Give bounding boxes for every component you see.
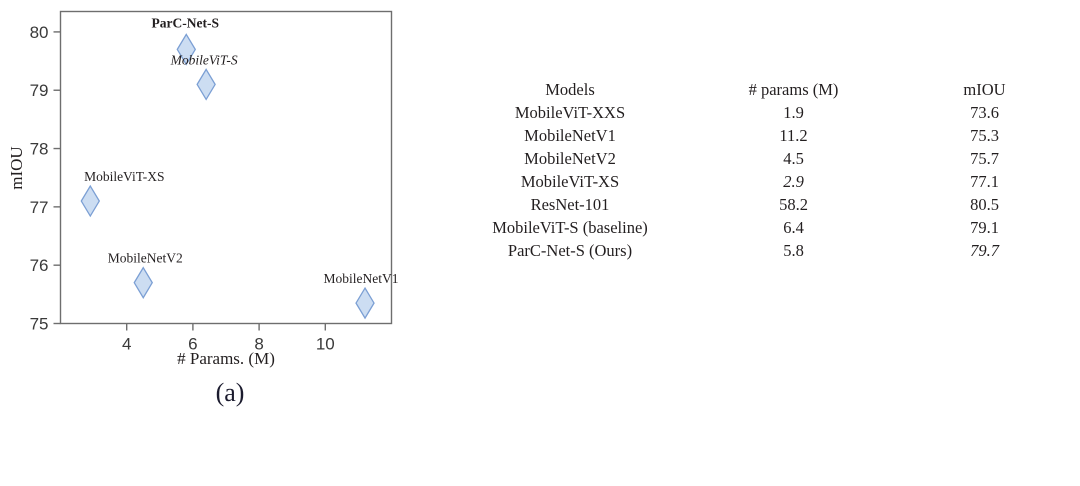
- y-tick-label-77: 77: [30, 198, 49, 217]
- cell-model: MobileViT-XXS: [514, 102, 626, 122]
- y-tick-label-75: 75: [30, 315, 49, 334]
- table-row: ParC-Net-S (Ours) 5.8 79.7: [442, 239, 1080, 262]
- cell-params: 4.5: [783, 148, 804, 168]
- cell-miou: 79.7: [970, 240, 999, 260]
- results-table: Models # params (M) mIOU MobileViT-XXS 1.…: [442, 78, 1080, 262]
- scatter-marker-parc-net-s: [176, 33, 197, 66]
- table-row: MobileNetV1 11.2 75.3: [442, 124, 1080, 147]
- cell-model: ParC-Net-S (Ours): [507, 240, 633, 260]
- x-tick-label-8: 8: [254, 335, 263, 354]
- scatter-label-mobilenetv2: MobileNetV2: [108, 251, 183, 266]
- x-tick-label-4: 4: [122, 335, 131, 354]
- cell-model: MobileNetV1: [524, 125, 616, 145]
- scatter-plot-svg: 75 76 77 78 79 80 4 6 8 10 ParC-Net-S MobileViT-S…: [7, 10, 399, 368]
- cell-model: ResNet-101: [530, 194, 610, 214]
- scatter-label-mobilenetv1: MobileNetV1: [324, 271, 399, 286]
- cell-params: 58.2: [779, 194, 808, 214]
- table-row: ResNet-101 58.2 80.5: [442, 193, 1080, 216]
- scatter-marker-mobilenetv1: [355, 286, 375, 320]
- cell-params: 1.9: [783, 102, 804, 122]
- cell-miou: 75.3: [970, 125, 999, 145]
- column-header-models: Models: [545, 79, 595, 99]
- cell-params: 11.2: [779, 125, 808, 145]
- y-axis-ticks: 75 76 77 78 79 80: [30, 23, 61, 334]
- cell-params: 2.9: [783, 171, 804, 191]
- y-axis-title: mIOU: [7, 146, 26, 189]
- cell-miou: 75.7: [970, 148, 999, 168]
- cell-miou: 79.1: [970, 217, 999, 237]
- scatter-label-mobilevit-s: MobileViT-S: [170, 52, 238, 67]
- figure-b-results-table: Models # params (M) mIOU MobileViT-XXS 1.…: [442, 78, 1080, 262]
- cell-miou: 77.1: [970, 171, 999, 191]
- column-header-params: # params (M): [748, 79, 839, 99]
- scatter-label-parc-net-s: ParC-Net-S: [152, 15, 219, 30]
- x-tick-label-10: 10: [316, 335, 335, 354]
- cell-miou: 73.6: [970, 102, 999, 122]
- y-tick-label-78: 78: [30, 140, 49, 159]
- scatter-marker-mobilevit-xs: [80, 184, 101, 218]
- cell-params: 6.4: [783, 217, 804, 237]
- y-tick-label-80: 80: [30, 23, 49, 42]
- subfigure-caption-a: (a): [215, 378, 245, 407]
- table-row: MobileViT-S (baseline) 6.4 79.1: [442, 216, 1080, 239]
- x-axis-title: # Params. (M): [177, 349, 275, 368]
- y-tick-label-76: 76: [30, 256, 49, 275]
- data-point-group: ParC-Net-S MobileViT-S MobileViT-XS MobileN…: [80, 15, 399, 320]
- cell-model: MobileViT-XS: [520, 171, 620, 191]
- cell-model: MobileNetV2: [524, 148, 616, 168]
- y-tick-label-79: 79: [30, 81, 49, 100]
- cell-miou: 80.5: [970, 194, 999, 214]
- x-tick-label-6: 6: [188, 335, 197, 354]
- cell-model: MobileViT-S (baseline): [492, 217, 648, 237]
- column-header-miou: mIOU: [963, 79, 1006, 99]
- scatter-marker-mobilevit-s: [196, 68, 216, 101]
- figure-a-scatter-plot: 75 76 77 78 79 80 4 6 8 10 ParC-Net-S MobileViT-S…: [0, 0, 440, 419]
- table-row: MobileNetV2 4.5 75.7: [442, 147, 1080, 170]
- scatter-marker-mobilenetv2: [133, 266, 154, 299]
- scatter-label-mobilevit-xs: MobileViT-XS: [84, 169, 164, 184]
- table-header: Models # params (M) mIOU: [442, 78, 1080, 101]
- x-axis-ticks: 4 6 8 10: [122, 323, 335, 354]
- table-row: MobileViT-XXS 1.9 73.6: [442, 101, 1080, 124]
- table-header-row: Models # params (M) mIOU: [442, 78, 1080, 101]
- cell-params: 5.8: [783, 240, 804, 260]
- table-row: MobileViT-XS 2.9 77.1: [442, 170, 1080, 193]
- plot-frame: [59, 10, 393, 325]
